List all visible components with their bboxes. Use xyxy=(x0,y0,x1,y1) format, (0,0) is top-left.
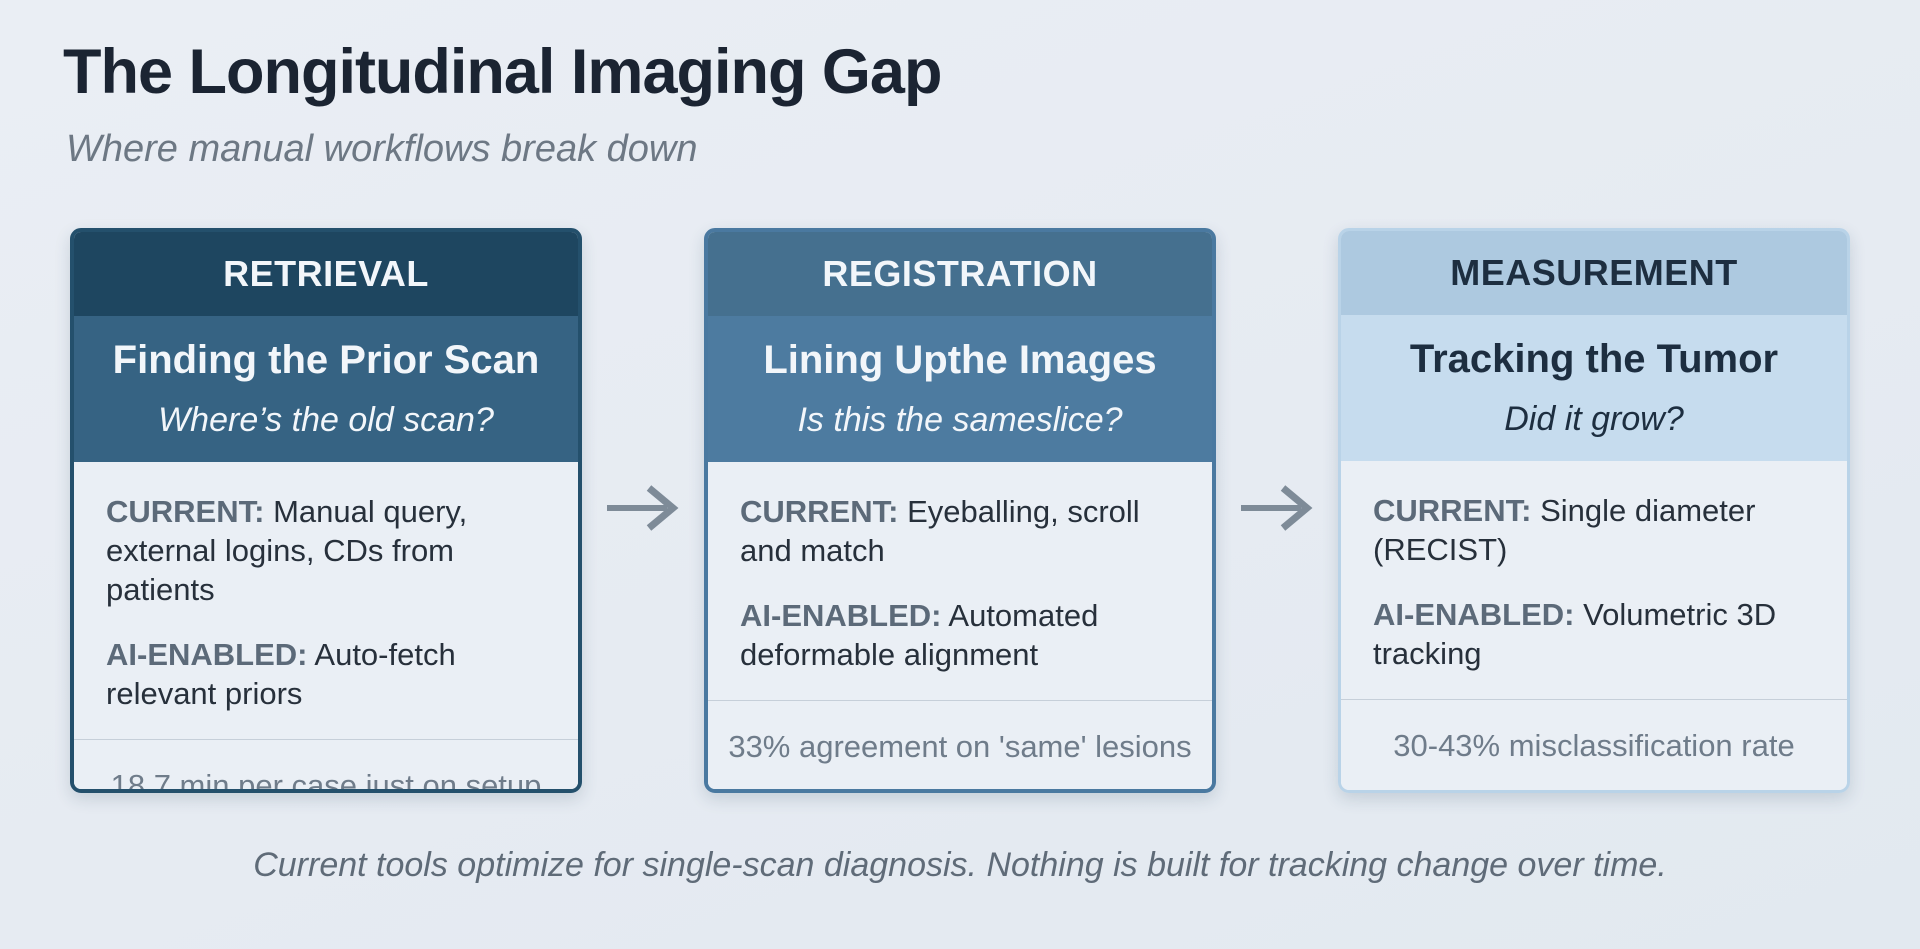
card-measurement-question: Did it grow? xyxy=(1504,400,1684,438)
ai-enabled-label: AI-ENABLED: xyxy=(106,637,308,672)
stage-cards-row: RETRIEVAL Finding the Prior Scan Where’s… xyxy=(70,228,1850,793)
current-text: Eyeballing, scroll and match xyxy=(740,494,1140,568)
current-label: CURRENT: xyxy=(1373,493,1532,528)
card-retrieval-stat: 18.7 min per case just on setup xyxy=(74,739,578,789)
arrow-right-icon xyxy=(601,478,691,538)
card-measurement-band: Tracking the Tumor Did it grow? xyxy=(1341,315,1847,461)
card-measurement-body: CURRENT: Single diameter (RECIST) AI-ENA… xyxy=(1341,461,1847,699)
ai-enabled-text: Automated deformable alignment xyxy=(740,598,1099,672)
footer-caption: Current tools optimize for single-scan d… xyxy=(253,846,1667,884)
card-registration-title: Lining Upthe Images xyxy=(763,338,1157,382)
card-measurement-stat: 30-43% misclassification rate xyxy=(1341,699,1847,790)
ai-enabled-text: Auto-fetch relevant priors xyxy=(106,637,456,711)
card-registration: REGISTRATION Lining Upthe Images Is this… xyxy=(704,228,1216,793)
card-retrieval-band: Finding the Prior Scan Where’s the old s… xyxy=(74,316,578,462)
card-registration-stat: 33% agreement on 'same' lesions xyxy=(708,700,1212,789)
current-text: Single diameter (RECIST) xyxy=(1373,493,1756,567)
current-row: CURRENT: Manual query, external logins, … xyxy=(106,492,546,609)
card-measurement: MEASUREMENT Tracking the Tumor Did it gr… xyxy=(1338,228,1850,793)
page-title: The Longitudinal Imaging Gap xyxy=(63,37,942,107)
page-subtitle: Where manual workflows break down xyxy=(66,128,698,170)
ai-enabled-label: AI-ENABLED: xyxy=(1373,597,1575,632)
card-registration-body: CURRENT: Eyeballing, scroll and match AI… xyxy=(708,462,1212,700)
current-row: CURRENT: Eyeballing, scroll and match xyxy=(740,492,1180,570)
card-measurement-stage-label: MEASUREMENT xyxy=(1341,231,1847,315)
current-label: CURRENT: xyxy=(740,494,899,529)
card-measurement-title: Tracking the Tumor xyxy=(1409,337,1779,381)
card-retrieval-title: Finding the Prior Scan xyxy=(112,338,540,382)
card-retrieval-body: CURRENT: Manual query, external logins, … xyxy=(74,462,578,739)
ai-enabled-row: AI-ENABLED: Auto-fetch relevant priors xyxy=(106,635,546,713)
current-row: CURRENT: Single diameter (RECIST) xyxy=(1373,491,1815,569)
ai-enabled-label: AI-ENABLED: xyxy=(740,598,942,633)
ai-enabled-row: AI-ENABLED: Volumetric 3D tracking xyxy=(1373,595,1815,673)
card-registration-stage-label: REGISTRATION xyxy=(708,232,1212,316)
card-registration-question: Is this the sameslice? xyxy=(797,401,1123,439)
card-retrieval-stage-label: RETRIEVAL xyxy=(74,232,578,316)
current-label: CURRENT: xyxy=(106,494,265,529)
arrow-right-icon xyxy=(1235,478,1325,538)
ai-enabled-row: AI-ENABLED: Automated deformable alignme… xyxy=(740,596,1180,674)
card-retrieval: RETRIEVAL Finding the Prior Scan Where’s… xyxy=(70,228,582,793)
card-retrieval-question: Where’s the old scan? xyxy=(158,401,494,439)
card-registration-band: Lining Upthe Images Is this the sameslic… xyxy=(708,316,1212,462)
current-text: Manual query, external logins, CDs from … xyxy=(106,494,468,607)
ai-enabled-text: Volumetric 3D tracking xyxy=(1373,597,1777,671)
